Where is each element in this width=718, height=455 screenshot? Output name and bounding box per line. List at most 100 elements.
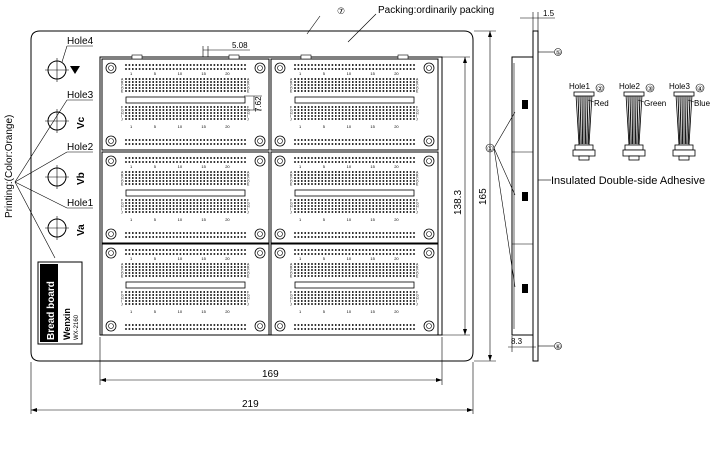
- post-callout: ②: [597, 86, 603, 93]
- row-letter: B: [416, 266, 419, 270]
- column-number: 20: [225, 256, 230, 261]
- row-letter: H: [416, 297, 419, 301]
- column-number: 5: [323, 164, 326, 169]
- vc-label: Vc: [76, 116, 87, 129]
- row-letter: C: [247, 269, 250, 273]
- column-number: 10: [347, 164, 352, 169]
- column-number: 20: [225, 164, 230, 169]
- row-letter: D: [290, 272, 293, 276]
- thickness-bottom-dimension: 8.3: [508, 336, 536, 352]
- row-letter: D: [290, 180, 293, 184]
- gap-dimension: 7.62: [244, 95, 263, 112]
- row-letter: A: [416, 263, 419, 267]
- column-number: 5: [323, 71, 326, 76]
- row-letter: G: [247, 202, 250, 206]
- row-letter: G: [290, 294, 293, 298]
- row-letter: J: [290, 118, 292, 122]
- row-letter: H: [416, 205, 419, 209]
- row-letter: E: [121, 90, 124, 94]
- packing-label: Packing:ordinarily packing: [378, 5, 494, 16]
- ground-symbol-icon: [70, 66, 80, 74]
- column-number: 20: [225, 309, 230, 314]
- column-number: 15: [370, 217, 375, 222]
- row-letter: C: [290, 269, 293, 273]
- printing-label: Printing:(Color:Orange): [4, 115, 15, 218]
- column-number: 10: [347, 71, 352, 76]
- row-letter: E: [416, 90, 419, 94]
- svg-text:7.62: 7.62: [254, 96, 263, 112]
- row-letter: J: [121, 211, 123, 215]
- row-letter: B: [247, 81, 250, 85]
- column-number: 20: [394, 164, 399, 169]
- column-number: 1: [299, 256, 302, 261]
- column-number: 10: [347, 309, 352, 314]
- brand-logo: Bread board Wenxin WX-2160: [37, 261, 83, 345]
- row-letter: C: [121, 177, 124, 181]
- row-letter: A: [290, 78, 293, 82]
- column-number: 1: [130, 309, 133, 314]
- column-number: 5: [154, 124, 157, 129]
- row-letter: C: [247, 84, 250, 88]
- column-number: 10: [178, 256, 183, 261]
- post-color-label: Blue: [694, 99, 711, 108]
- post-color-label: Green: [644, 99, 666, 108]
- hole1-label: Hole1: [67, 198, 94, 209]
- column-number: 5: [154, 164, 157, 169]
- column-number: 1: [130, 164, 133, 169]
- row-letter: H: [121, 297, 124, 301]
- post-hole-label: Hole2: [619, 82, 640, 91]
- row-letter: C: [290, 84, 293, 88]
- hole-1: [45, 216, 69, 240]
- column-number: 10: [178, 71, 183, 76]
- column-number: 1: [299, 164, 302, 169]
- column-number: 5: [154, 217, 157, 222]
- row-letter: I: [247, 208, 248, 212]
- row-letter: J: [121, 118, 123, 122]
- column-number: 15: [370, 71, 375, 76]
- row-letter: F: [247, 106, 249, 110]
- row-letter: D: [247, 272, 250, 276]
- row-letter: F: [290, 291, 292, 295]
- column-number: 1: [130, 124, 133, 129]
- svg-text:1.5: 1.5: [543, 9, 555, 18]
- row-letter: J: [121, 303, 123, 307]
- board-outline: [30, 30, 474, 362]
- column-number: 10: [178, 309, 183, 314]
- row-letter: G: [416, 109, 419, 113]
- row-letter: E: [121, 183, 124, 187]
- column-number: 5: [154, 309, 157, 314]
- row-letter: J: [416, 118, 418, 122]
- row-letter: H: [247, 112, 250, 116]
- hole2-label: Hole2: [67, 142, 94, 153]
- svg-text:5.08: 5.08: [232, 41, 248, 50]
- column-number: 1: [130, 256, 133, 261]
- column-number: 10: [178, 217, 183, 222]
- row-letter: G: [290, 202, 293, 206]
- column-number: 15: [201, 256, 206, 261]
- hole-4: [45, 58, 69, 82]
- row-letter: A: [416, 171, 419, 175]
- row-letter: B: [247, 266, 250, 270]
- callout-7: ⑦: [337, 6, 345, 16]
- height-138-dimension: 138.3: [442, 56, 470, 336]
- hole-2: [45, 165, 69, 189]
- column-number: 1: [130, 217, 133, 222]
- row-letter: D: [247, 180, 250, 184]
- row-letter: A: [247, 171, 250, 175]
- row-letter: B: [247, 174, 250, 178]
- column-number: 15: [370, 256, 375, 261]
- hole3-label: Hole3: [67, 90, 94, 101]
- row-letter: F: [290, 199, 292, 203]
- row-letter: B: [416, 174, 419, 178]
- pitch-dimension: 5.08: [202, 41, 250, 57]
- column-number: 20: [225, 71, 230, 76]
- row-letter: I: [416, 115, 417, 119]
- callout-1: ①: [487, 145, 493, 153]
- column-number: 20: [225, 217, 230, 222]
